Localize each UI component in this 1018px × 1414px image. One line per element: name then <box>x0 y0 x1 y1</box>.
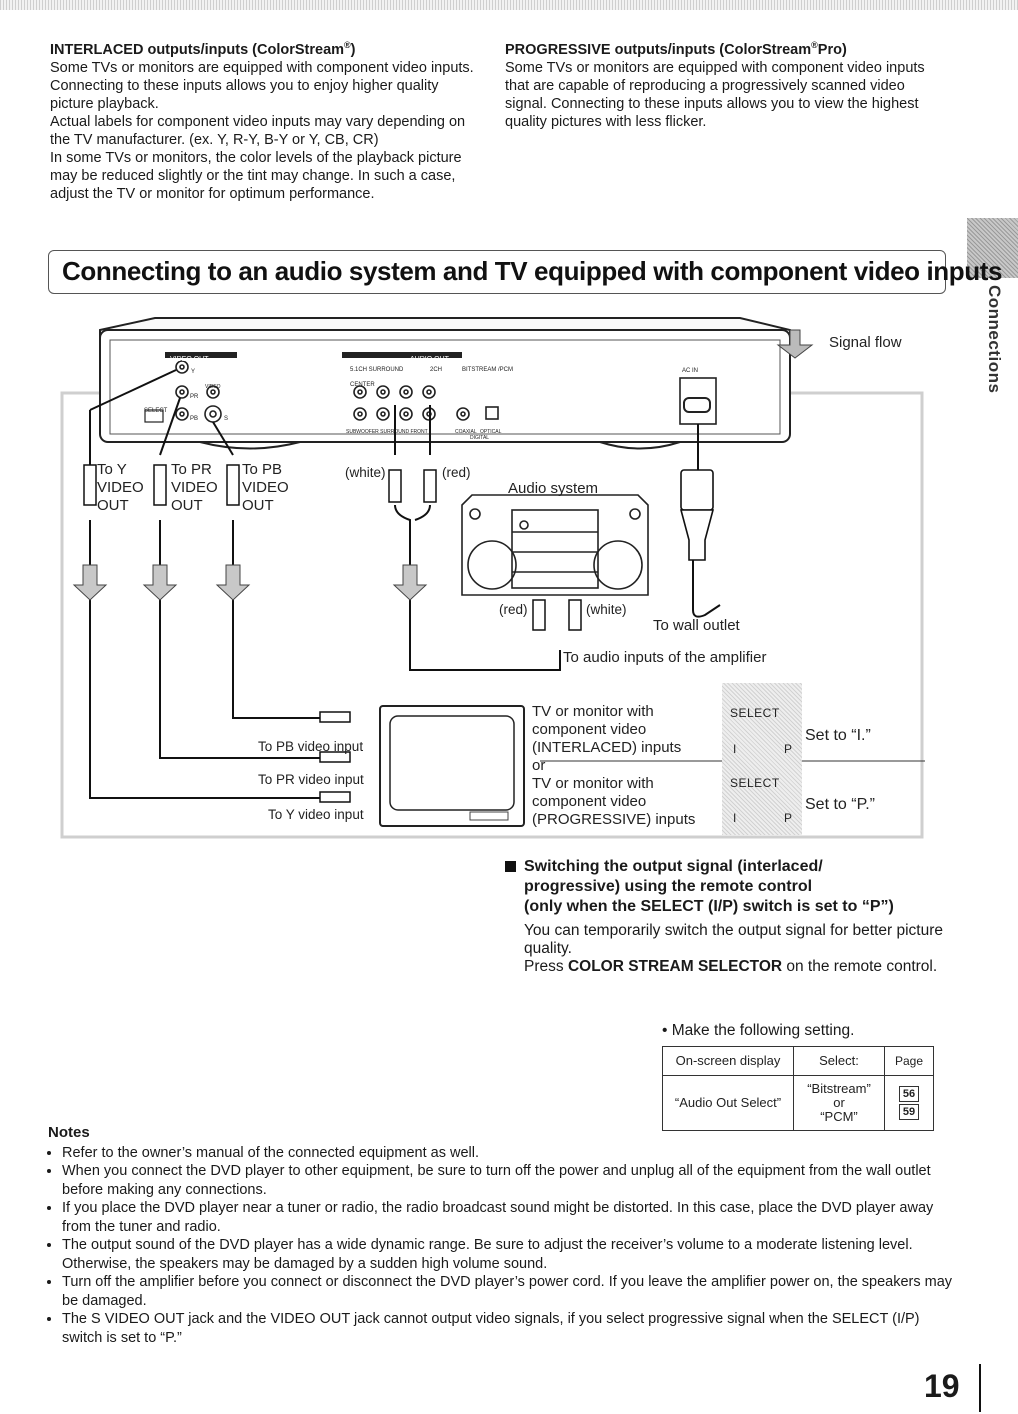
switching-body-2: Press COLOR STREAM SELECTOR on the remot… <box>524 958 938 975</box>
square-bullet-icon <box>505 861 516 872</box>
panel-ac-in-label: AC IN <box>682 368 699 374</box>
note-item: Refer to the owner’s manual of the conne… <box>62 1144 953 1163</box>
tv-interlaced-line-2: component video <box>532 721 647 738</box>
page-ref-56[interactable]: 56 <box>898 1086 920 1102</box>
progressive-column: PROGRESSIVE outputs/inputs (ColorStream®… <box>505 36 925 131</box>
switch-p-label-1: P <box>784 742 793 756</box>
side-tab-marker <box>967 218 1018 278</box>
set-to-i-label: Set to “I.” <box>805 727 871 744</box>
page-number-bar <box>979 1364 981 1412</box>
to-pr-label: To PR <box>171 461 212 478</box>
page-number: 19 <box>924 1368 960 1404</box>
notes-heading: Notes <box>48 1124 90 1141</box>
interlaced-paragraph-1: Some TVs or monitors are equipped with c… <box>50 59 474 112</box>
panel-center-label: CENTER <box>350 382 375 388</box>
switching-heading: Switching the output signal (interlaced/… <box>505 857 965 917</box>
to-pb-input-label: To PB video input <box>258 739 364 754</box>
row-select-cell: “Bitstream” or “PCM” <box>793 1075 885 1131</box>
set-to-p-label: Set to “P.” <box>805 796 875 813</box>
note-item: The output sound of the DVD player has a… <box>62 1236 953 1273</box>
panel-select-label: SELECT <box>144 408 168 414</box>
panel-audio-out-label: AUDIO OUT <box>410 356 449 363</box>
interlaced-heading: INTERLACED outputs/inputs (ColorStream®) <box>50 40 356 58</box>
switch-i-label-1: I <box>733 742 737 756</box>
setting-table: On-screen display Select: Page “Audio Ou… <box>662 1046 934 1131</box>
panel-digital-label: DIGITAL <box>470 435 490 441</box>
page-ref-59[interactable]: 59 <box>898 1104 920 1120</box>
to-pr-input-label: To PR video input <box>258 772 364 787</box>
white-plug-label: (white) <box>345 465 386 480</box>
panel-bitstream-label: BITSTREAM /PCM <box>462 367 514 373</box>
panel-coaxial-label: COAXIAL <box>455 429 477 435</box>
to-audio-inputs-label: To audio inputs of the amplifier <box>563 649 767 666</box>
to-y-out-label: OUT <box>97 497 129 514</box>
to-y-label: To Y <box>97 461 127 478</box>
panel-2ch-label: 2CH <box>430 367 443 373</box>
panel-y-label: Y <box>191 369 196 375</box>
to-y-input-label: To Y video input <box>268 807 364 822</box>
switching-body: You can temporarily switch the output si… <box>524 922 944 976</box>
panel-pb-label: PB <box>190 416 199 422</box>
note-item: If you place the DVD player near a tuner… <box>62 1199 953 1236</box>
section-title-frame <box>48 250 946 294</box>
setting-bullet: • Make the following setting. <box>662 1022 855 1039</box>
interlaced-paragraph-2: Actual labels for component video inputs… <box>50 113 466 148</box>
panel-optical-label: OPTICAL <box>480 429 502 435</box>
switch-p-label-2: P <box>784 811 793 825</box>
notes-list: Refer to the owner’s manual of the conne… <box>48 1144 953 1348</box>
note-item: Turn off the amplifier before you connec… <box>62 1273 953 1310</box>
side-tab-label: Connections <box>985 285 1004 394</box>
tv-progressive-line-3: (PROGRESSIVE) inputs <box>532 811 696 828</box>
white-plug-label-2: (white) <box>586 602 627 617</box>
panel-video-label: VIDEO <box>205 384 221 390</box>
header-page: Page <box>884 1046 934 1076</box>
section-title: Connecting to an audio system and TV equ… <box>62 256 1003 286</box>
panel-subwoofer-row-label: SUBWOOFER SURROUND FRONT <box>346 429 428 435</box>
progressive-paragraph: Some TVs or monitors are equipped with c… <box>505 59 925 130</box>
switching-body-1: You can temporarily switch the output si… <box>524 922 944 957</box>
interlaced-column: INTERLACED outputs/inputs (ColorStream®)… <box>50 36 480 203</box>
to-pb-label: To PB <box>242 461 283 478</box>
panel-pr-label: PR <box>190 394 199 400</box>
header-select: Select: <box>793 1046 885 1076</box>
row-display-cell: “Audio Out Select” <box>662 1075 794 1131</box>
to-y-video-label: VIDEO <box>97 479 144 496</box>
top-hatch-band <box>0 0 1018 10</box>
panel-51ch-label: 5.1CH SURROUND <box>350 367 404 373</box>
to-pb-out-label: OUT <box>242 497 274 514</box>
interlaced-paragraph-3: In some TVs or monitors, the color level… <box>50 149 462 202</box>
tv-progressive-line-1: TV or monitor with <box>532 775 654 792</box>
header-on-screen: On-screen display <box>662 1046 794 1076</box>
row-page-cell: 56 59 <box>884 1075 934 1131</box>
panel-video-out-label: VIDEO OUT <box>170 356 209 363</box>
tv-progressive-line-2: component video <box>532 793 647 810</box>
to-pr-out-label: OUT <box>171 497 203 514</box>
red-plug-label-2: (red) <box>499 602 528 617</box>
progressive-heading: PROGRESSIVE outputs/inputs (ColorStream®… <box>505 40 847 58</box>
audio-system-label: Audio system <box>508 480 599 497</box>
to-wall-outlet-label: To wall outlet <box>653 617 740 634</box>
note-item: When you connect the DVD player to other… <box>62 1162 953 1199</box>
red-plug-label: (red) <box>442 465 471 480</box>
to-pb-video-label: VIDEO <box>242 479 289 496</box>
notes-section: Notes Refer to the owner’s manual of the… <box>48 1124 953 1347</box>
select-switch-panel <box>722 683 802 835</box>
or-label: or <box>532 757 546 774</box>
tv-interlaced-line-1: TV or monitor with <box>532 703 654 720</box>
select-label-progressive: SELECT <box>730 776 780 790</box>
switch-i-label-2: I <box>733 811 737 825</box>
panel-s-label: S <box>224 416 229 422</box>
to-pr-video-label: VIDEO <box>171 479 218 496</box>
select-label-interlaced: SELECT <box>730 706 780 720</box>
signal-flow-label: Signal flow <box>829 334 902 351</box>
tv-interlaced-line-3: (INTERLACED) inputs <box>532 739 682 756</box>
note-item: The S VIDEO OUT jack and the VIDEO OUT j… <box>62 1310 953 1347</box>
